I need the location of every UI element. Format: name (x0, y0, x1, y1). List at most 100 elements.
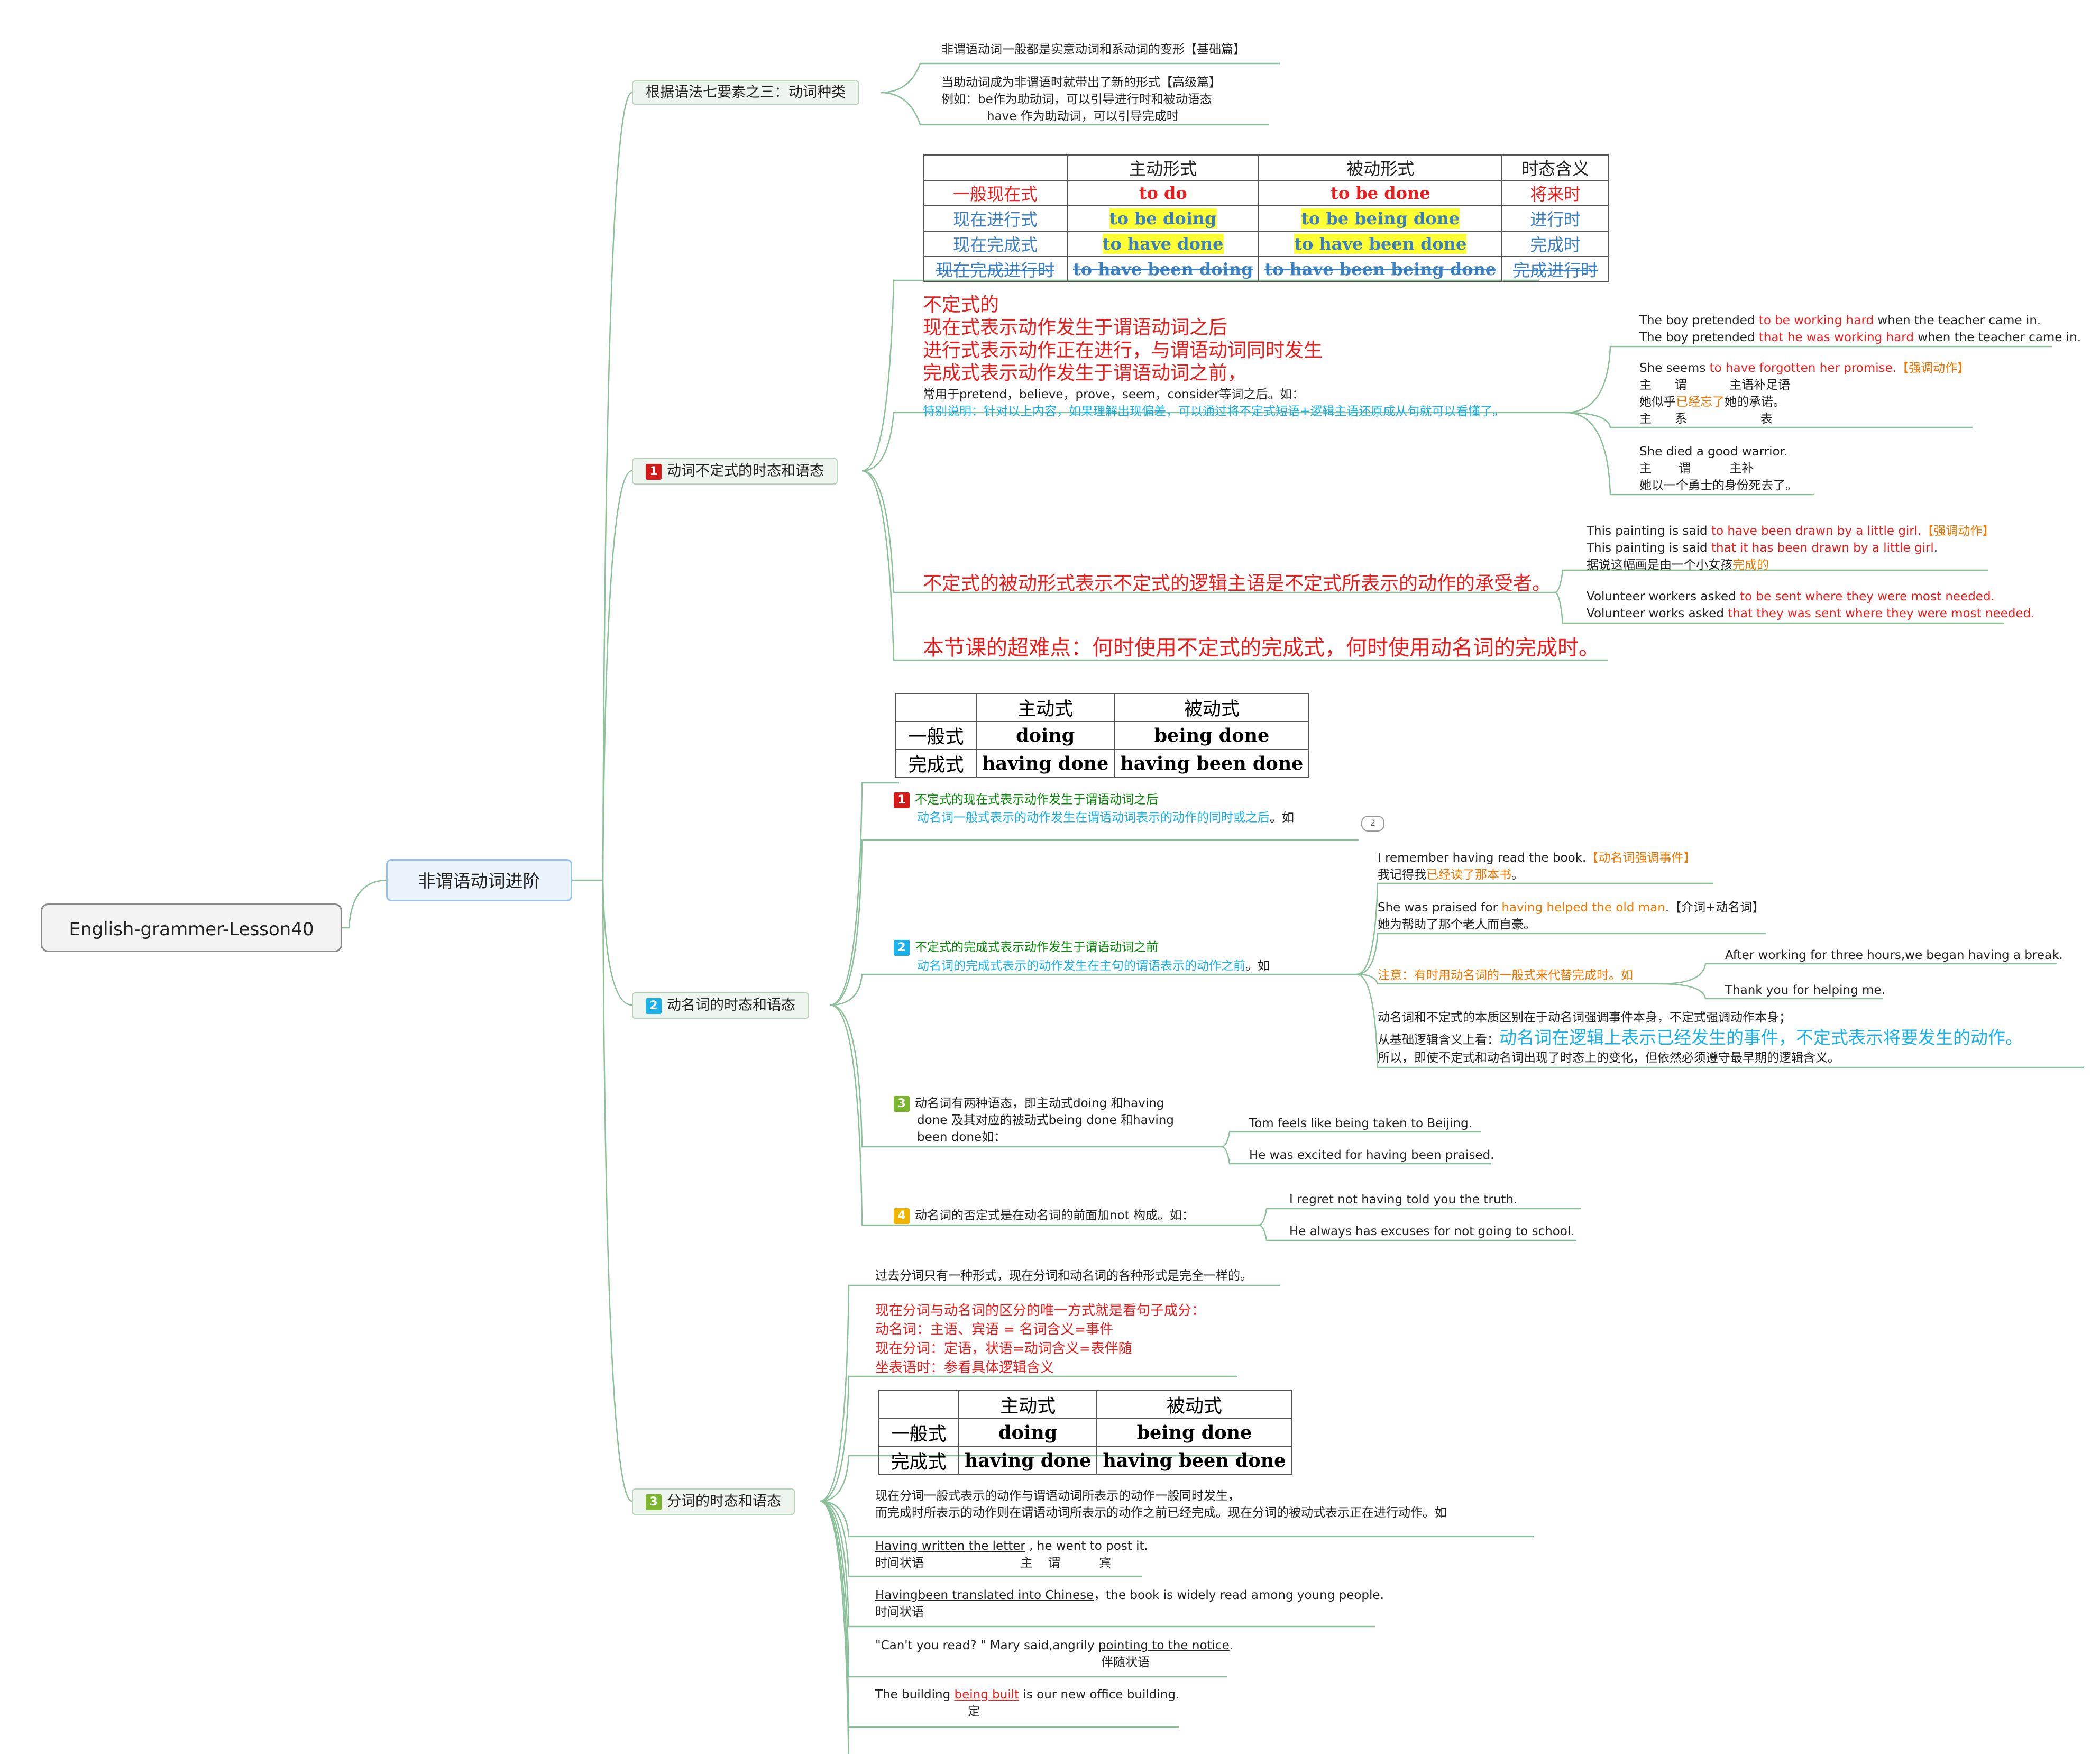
badge-1: 1 (646, 463, 662, 480)
table1-r1c1: to do (1066, 180, 1260, 206)
topic-participle-tense-voice[interactable]: 3 分词的时态和语态 (632, 1488, 795, 1515)
gerund-example-2a: She was praised for having helped the ol… (1378, 901, 1765, 915)
gerund-example-2b: 她为帮助了那个老人而自豪。 (1378, 918, 1536, 931)
topic-infinitive-label: 动词不定式的时态和语态 (667, 463, 824, 479)
table2-header-1: 主动式 (975, 693, 1115, 722)
table2-r1c1: doing (975, 721, 1115, 750)
topic-gerund-label: 动名词的时态和语态 (667, 997, 795, 1013)
participle-example-1b: 时间状语 主 谓 宾 (875, 1556, 1112, 1570)
gerund-note-example-1: After working for three hours,we began h… (1725, 948, 2063, 962)
inf-example-2a: She seems to have forgotten her promise.… (1639, 361, 1970, 375)
infinitive-forms-table: 主动形式 被动形式 时态含义 一般现在式 to do to be done 将来… (923, 154, 1610, 282)
gerund-diff-1: 动名词和不定式的本质区别在于动名词强调事件本身，不定式强调动作本身； (1378, 1011, 1791, 1025)
table1-r1c3: 将来时 (1501, 180, 1610, 206)
gerund-sub3-badge: 3 (894, 1095, 910, 1112)
gerund-sub1-detail: 动名词一般式表示的动作发生在谓语动词表示的动作的同时或之后。如 (917, 811, 1294, 825)
passive-example-1c: 据说这幅画是由一个小女孩完成的 (1587, 558, 1769, 572)
gerund-sub4-badge: 4 (894, 1208, 910, 1224)
verb-types-note-have: have 作为助动词，可以引导完成时 (987, 109, 1179, 123)
inf-example-2c: 她似乎已经忘了她的承诺。 (1639, 395, 1785, 409)
table1-r1c0: 一般现在式 (923, 180, 1068, 206)
inf-def-special-note: 特别说明：针对以上内容，如果理解出现偏差，可以通过将不定式短语+逻辑主语还原成从… (923, 405, 1505, 418)
inf-example-2d: 主 系 表 (1639, 412, 1773, 426)
table1-r1c2: to be done (1258, 180, 1503, 206)
verb-types-note-be: 例如：be作为助动词，可以引导进行时和被动语态 (941, 93, 1212, 106)
gerund-sub4-example-2: He always has excuses for not going to s… (1289, 1225, 1575, 1238)
participle-p1: 过去分词只有一种形式，现在分词和动名词的各种形式是完全一样的。 (875, 1269, 1252, 1283)
inf-example-2b: 主 谓 主语补足语 (1639, 378, 1791, 392)
inf-def-perfect: 完成式表示动作发生于谓语动词之前， (923, 362, 1247, 384)
verb-types-note-basic: 非谓语动词一般都是实意动词和系动词的变形【基础篇】 (941, 43, 1245, 57)
participle-example-3a: "Can't you read? " Mary said,angrily poi… (875, 1639, 1234, 1652)
table3-r1c2: being done (1096, 1418, 1292, 1447)
participle-example-4a: The building being built is our new offi… (875, 1688, 1180, 1702)
table1-r4c0: 现在完成进行时 (923, 256, 1068, 282)
participle-p2c: 现在分词：定语，状语=动词含义=表伴随 (875, 1341, 1132, 1357)
topic-participle-label: 分词的时态和语态 (667, 1493, 781, 1510)
table3-header-1: 主动式 (958, 1390, 1098, 1419)
passive-example-1b: This painting is said that it has been d… (1587, 541, 1938, 555)
table1-header-2: 被动形式 (1258, 154, 1503, 181)
key-difficulty-note: 本节课的超难点：何时使用不定式的完成式，何时使用动名词的完成时。 (923, 636, 1600, 660)
table3-r2c2: having been done (1096, 1446, 1292, 1475)
participle-p3a: 现在分词一般式表示的动作与谓语动词所表示的动作一般同时发生， (875, 1489, 1240, 1503)
main-topic-node[interactable]: 非谓语动词进阶 (386, 859, 572, 901)
table1-r4c2: to have been being done (1258, 256, 1503, 282)
table1-r3c3: 完成时 (1501, 231, 1610, 257)
participle-example-1a: Having written the letter , he went to p… (875, 1539, 1148, 1553)
gerund-sub1-badge: 1 (894, 792, 910, 808)
topic-gerund-tense-voice[interactable]: 2 动名词的时态和语态 (632, 992, 809, 1019)
inf-passive-rule: 不定式的被动形式表示不定式的逻辑主语是不定式所表示的动作的承受者。 (923, 573, 1552, 595)
table1-r2c3: 进行时 (1501, 205, 1610, 232)
gerund-sub3-example-1: Tom feels like being taken to Beijing. (1249, 1117, 1473, 1130)
table1-r3c1: to have done (1102, 234, 1224, 254)
table3-r1c0: 一般式 (878, 1418, 959, 1447)
badge-2: 2 (646, 998, 662, 1014)
table1-r3c0: 现在完成式 (923, 231, 1068, 257)
table1-header-0 (923, 154, 1068, 181)
inf-example-1a: The boy pretended to be working hard whe… (1639, 314, 2041, 327)
topic-verb-types[interactable]: 根据语法七要素之三：动词种类 (632, 80, 859, 105)
table1-r2c1: to be doing (1109, 208, 1217, 229)
inf-def-title: 不定式的 (923, 294, 999, 316)
table3-r2c0: 完成式 (878, 1446, 959, 1475)
badge-3: 3 (646, 1494, 662, 1510)
table3-r1c1: doing (958, 1418, 1098, 1447)
collapsed-children-count[interactable]: 2 (1361, 816, 1384, 832)
topic-infinitive-tense-voice[interactable]: 1 动词不定式的时态和语态 (632, 458, 838, 485)
gerund-sub2-badge: 2 (894, 939, 910, 956)
table1-r4c1: to have been doing (1066, 256, 1260, 282)
table2-header-2: 被动式 (1114, 693, 1310, 722)
table3-header-0 (878, 1390, 959, 1419)
passive-example-2b: Volunteer works asked that they was sent… (1587, 607, 2035, 620)
table2-r1c2: being done (1114, 721, 1310, 750)
gerund-sub3-line2: done 及其对应的被动式being done 和having (917, 1113, 1174, 1127)
participle-p3b: 而完成时所表示的动作则在谓语动词所表示的动作之前已经完成。现在分词的被动式表示正… (875, 1506, 1447, 1520)
table1-r4c3: 完成进行时 (1501, 256, 1610, 282)
inf-example-3b: 主 谓 主补 (1639, 462, 1754, 476)
table1-r2c0: 现在进行式 (923, 205, 1068, 232)
table3-header-2: 被动式 (1096, 1390, 1292, 1419)
passive-example-2a: Volunteer workers asked to be sent where… (1587, 590, 1995, 604)
gerund-note-example-2: Thank you for helping me. (1725, 983, 1885, 997)
gerund-sub4-example-1: I regret not having told you the truth. (1289, 1193, 1518, 1207)
table1-header-1: 主动形式 (1066, 154, 1260, 181)
participle-p2a: 现在分词与动名词的区分的唯一方式就是看句子成分： (875, 1303, 1206, 1319)
gerund-example-1b: 我记得我已经读了那本书。 (1378, 868, 1524, 882)
inf-def-present: 现在式表示动作发生于谓语动词之后 (923, 317, 1228, 339)
table1-r3c2: to have been done (1294, 234, 1467, 254)
table2-r2c1: having done (975, 749, 1115, 778)
table1-r2c2: to be being done (1301, 208, 1460, 229)
root-node[interactable]: English-grammer-Lesson40 (41, 903, 342, 952)
table2-r2c2: having been done (1114, 749, 1310, 778)
inf-example-1b: The boy pretended that he was working ha… (1639, 331, 2081, 344)
inf-example-3c: 她以一个勇士的身份死去了。 (1639, 479, 1798, 492)
